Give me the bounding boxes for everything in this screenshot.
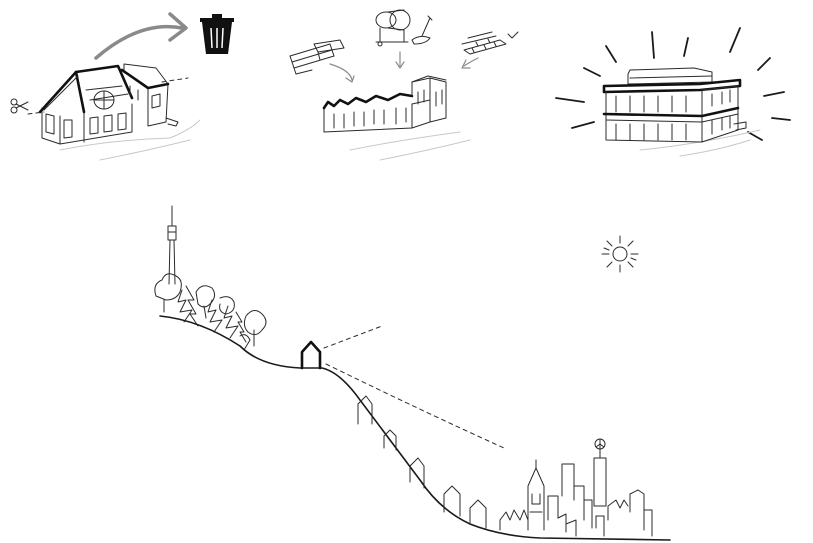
city-skyline-icon xyxy=(499,463,653,537)
scissors-icon xyxy=(10,98,29,114)
trash-can-icon xyxy=(200,14,234,54)
demolition-panel xyxy=(10,12,234,161)
radiance-rays-icon xyxy=(555,27,791,141)
hilltop-house-icon xyxy=(300,340,322,370)
shovel-icon xyxy=(411,15,433,45)
house-icon xyxy=(27,63,201,161)
sun-icon xyxy=(601,235,639,273)
tower-with-star-icon xyxy=(593,438,607,507)
church-icon xyxy=(527,459,545,531)
modern-building-icon xyxy=(602,67,761,157)
forest-icon xyxy=(154,273,267,351)
completed-panel xyxy=(555,27,791,157)
tv-tower-icon xyxy=(167,205,177,285)
hill-outline xyxy=(159,315,671,541)
sight-lines-icon xyxy=(323,325,505,449)
timber-icon xyxy=(289,39,355,83)
cement-mixer-icon xyxy=(375,9,411,69)
landscape-panel xyxy=(154,205,671,541)
building-under-construction-icon xyxy=(322,75,471,161)
construction-panel xyxy=(289,9,519,161)
slope-houses-icon xyxy=(357,395,487,529)
bricks-icon xyxy=(461,31,519,69)
arrow-icon xyxy=(94,12,188,60)
